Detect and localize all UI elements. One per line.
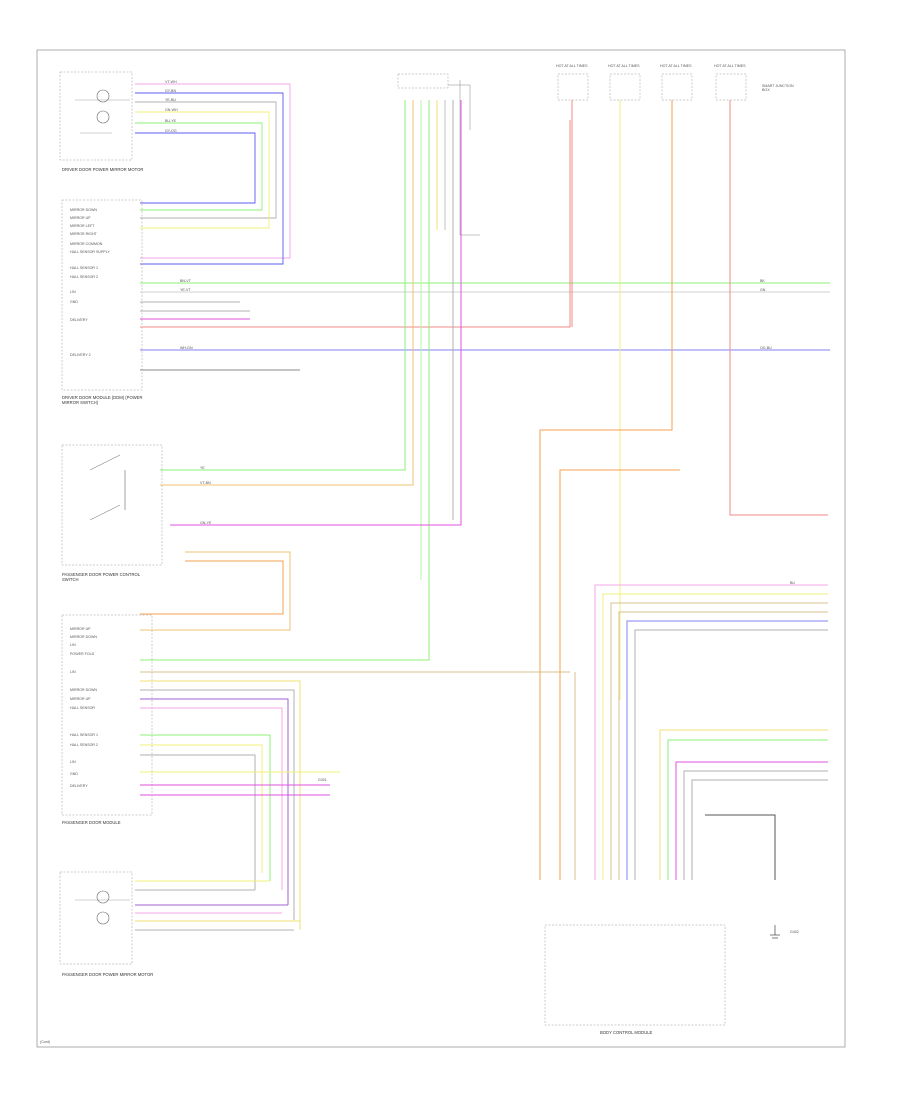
junction-label: SMART JUNCTION BOX (762, 84, 794, 92)
wire-label: VT-WH (165, 80, 177, 84)
wire-label: BU-YE (165, 119, 176, 123)
pass-module-label: PASSENGER DOOR MODULE (62, 820, 121, 825)
fuse-group (557, 73, 747, 101)
driver-module-label: DRIVER DOOR MODULE (DDM) (POWER MIRROR S… (62, 395, 143, 405)
wire-label: BK (760, 279, 765, 283)
ground2-label: G402 (790, 930, 799, 934)
driver-mirror-motor (59, 71, 133, 161)
passenger-module-wires (140, 671, 570, 930)
pin-label: MIRROR COMMON (70, 242, 103, 246)
driver-mirror-label: DRIVER DOOR POWER MIRROR MOTOR (62, 167, 144, 172)
pin-label: MIRROR UP (70, 697, 91, 701)
pin-label: HALL SENSOR SUPPLY (70, 250, 110, 254)
wire-label: BN-VT (180, 279, 191, 283)
wire-label: YE-VT (180, 288, 191, 292)
page-footer: (Cont) (40, 1040, 50, 1044)
pin-label: LIN (70, 643, 76, 647)
diagram-border (36, 49, 846, 1048)
body-control-module (544, 924, 726, 1026)
vertical-feeds-center (140, 100, 462, 661)
wire-label: GN (760, 288, 766, 292)
pin-label: MIRROR DOWN (70, 688, 97, 692)
pin-label: GND (70, 300, 78, 304)
driver-mirror-wires (135, 83, 291, 265)
passenger-switch-wires (140, 524, 461, 631)
wire-label: BU (790, 581, 795, 585)
wire-label: GN-WH (165, 108, 178, 112)
wire-label: WH-GN (180, 346, 193, 350)
pin-label: HALL SENSOR 2 (70, 743, 99, 747)
ground-symbol (770, 925, 780, 939)
pass-switch-label: PASSENGER DOOR POWER CONTROL SWITCH (62, 572, 140, 582)
pin-label: MIRROR RIGHT (70, 232, 97, 236)
pin-label: MIRROR DOWN (70, 635, 97, 639)
pin-label: DELIVERY 2 (70, 353, 91, 357)
fuse-feeds (539, 100, 828, 870)
junction-box-top (397, 73, 480, 236)
wire-label: GN-YE (200, 521, 212, 525)
fuse3-label: HOT AT ALL TIMES (660, 64, 692, 68)
pin-label: GND (70, 772, 78, 776)
passenger-door-module (61, 614, 153, 816)
ground1-label: G301 (318, 778, 327, 782)
wire-label: OG-BU (760, 346, 772, 350)
pin-label: MIRROR DOWN (70, 208, 97, 212)
pin-label: LIN (70, 670, 76, 674)
pin-label: MIRROR UP (70, 216, 91, 220)
wire-label: YE-BU (165, 98, 176, 102)
wire-label: GY-OG (165, 129, 177, 133)
pin-label: MIRROR UP (70, 627, 91, 631)
pin-label: HALL SENSOR 1 (70, 733, 99, 737)
fuse2-label: HOT AT ALL TIMES (608, 64, 640, 68)
wire-label: VT-BN (200, 481, 211, 485)
fuse1-label: HOT AT ALL TIMES (556, 64, 588, 68)
fuse4-label: HOT AT ALL TIMES (714, 64, 746, 68)
passenger-mirror-wires (135, 880, 300, 931)
pin-label: MIRROR LEFT (70, 224, 95, 228)
bcm-left-feeds (539, 469, 680, 880)
passenger-power-switch (61, 444, 163, 566)
wire-label: GY-BN (165, 89, 177, 93)
pin-label: DELIVERY (70, 318, 88, 322)
pin-label: DELIVERY (70, 784, 88, 788)
driver-module-buses (140, 120, 830, 371)
passenger-mirror-motor (59, 871, 133, 965)
bcm-right-bus (594, 584, 828, 880)
pin-label: POWER FOLD (70, 652, 95, 656)
pin-label: HALL SENSOR 2 (70, 275, 99, 279)
pin-label: LIN (70, 290, 76, 294)
wire-label: YE (200, 466, 205, 470)
pin-label: HALL SENSOR 1 (70, 266, 99, 270)
pass-mirror-label: PASSENGER DOOR POWER MIRROR MOTOR (62, 972, 154, 977)
driver-door-module (61, 199, 143, 391)
pin-label: HALL SENSOR (70, 706, 96, 710)
pin-label: LIN (70, 760, 76, 764)
bcm-label: BODY CONTROL MODULE (600, 1030, 653, 1035)
